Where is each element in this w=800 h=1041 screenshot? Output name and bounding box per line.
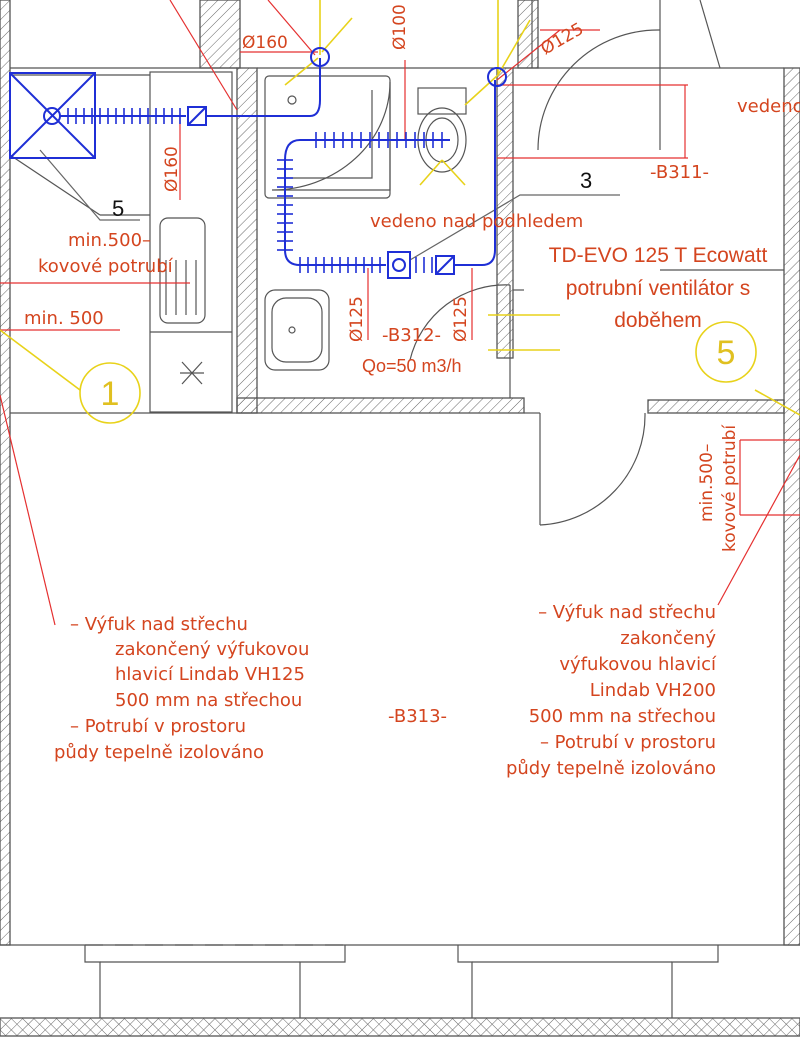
right-note-line: – Potrubí v prostoru: [540, 732, 716, 753]
dim-d160-top: Ø160: [242, 33, 288, 53]
dim-d125-right: Ø125: [451, 296, 471, 342]
fan-unit: [387, 251, 411, 279]
room-label-b311: -B311-: [650, 162, 709, 183]
room-label-b313: -B313-: [388, 706, 447, 727]
callout-3: 3: [580, 168, 592, 193]
callout-circle-1: [79, 362, 141, 424]
left-note-line: půdy tepelně izolováno: [54, 742, 264, 763]
right-note-line: zakončený: [620, 628, 716, 649]
riser-1: [310, 47, 330, 67]
wall-corridor-left: [236, 67, 258, 414]
fan-description: potrubní ventilátor s: [566, 277, 750, 300]
note-kovove-potrubi: kovové potrubí: [38, 256, 174, 277]
note-vedeno-top: vedeno: [737, 96, 800, 117]
right-note-line: výfukovou hlavicí: [559, 654, 717, 675]
right-note-line: půdy tepelně izolováno: [506, 758, 716, 779]
right-note-line: Lindab VH200: [590, 680, 716, 701]
dim-d125-left: Ø125: [347, 296, 367, 342]
note-kovove-potrubi-vertical: kovové potrubí: [720, 424, 740, 552]
left-note-line: zakončený výfukovou: [115, 639, 309, 660]
callout-5-label: 5: [717, 334, 736, 372]
dim-d100: Ø100: [390, 4, 410, 50]
wall-bath-bottom: [236, 397, 525, 414]
plan-lines: [0, 0, 800, 1018]
note-min500-vertical: min.500–: [697, 444, 717, 522]
note-min-500: min. 500: [24, 308, 104, 329]
right-exhaust-note: – Výfuk nad střechu zakončený výfukovou …: [506, 602, 717, 779]
fan-model: TD-EVO 125 T Ecowatt: [549, 244, 768, 267]
fan-description-2: doběhem: [614, 309, 702, 332]
note-flow-rate: Qo=50 m3/h: [362, 356, 462, 376]
right-note-line: 500 mm na střechou: [529, 706, 716, 727]
dim-d125-top: Ø125: [538, 19, 588, 59]
left-note-line: – Potrubí v prostoru: [70, 716, 246, 737]
dim-d160-vertical: Ø160: [162, 146, 182, 192]
room-label-b312: -B312-: [382, 325, 441, 346]
riser-2: [487, 67, 507, 87]
note-min500: min.500–: [68, 230, 151, 251]
callout-circle-5: [695, 321, 757, 383]
leader-lines: [0, 0, 800, 626]
gray-leaders: [39, 149, 620, 261]
left-note-line: hlavicí Lindab VH125: [115, 664, 305, 685]
right-outer-wall: [783, 67, 800, 946]
callout-1-label: 1: [101, 375, 120, 413]
left-outer-wall: [0, 0, 11, 946]
wall-stub-bottom: [0, 1017, 800, 1037]
left-note-line: 500 mm na střechou: [115, 690, 302, 711]
wall-room-right-bottom: [647, 399, 785, 414]
wall-top-middle: [199, 0, 241, 69]
left-note-line: – Výfuk nad střechu: [70, 614, 248, 635]
duct-ticks: [67, 108, 443, 273]
right-note-line: – Výfuk nad střechu: [538, 602, 716, 623]
note-vedeno-nad-podhledem: vedeno nad podhledem: [370, 211, 583, 232]
left-exhaust-note: – Výfuk nad střechu zakončený výfukovou …: [54, 614, 309, 763]
callout-5-small: 5: [112, 196, 124, 221]
